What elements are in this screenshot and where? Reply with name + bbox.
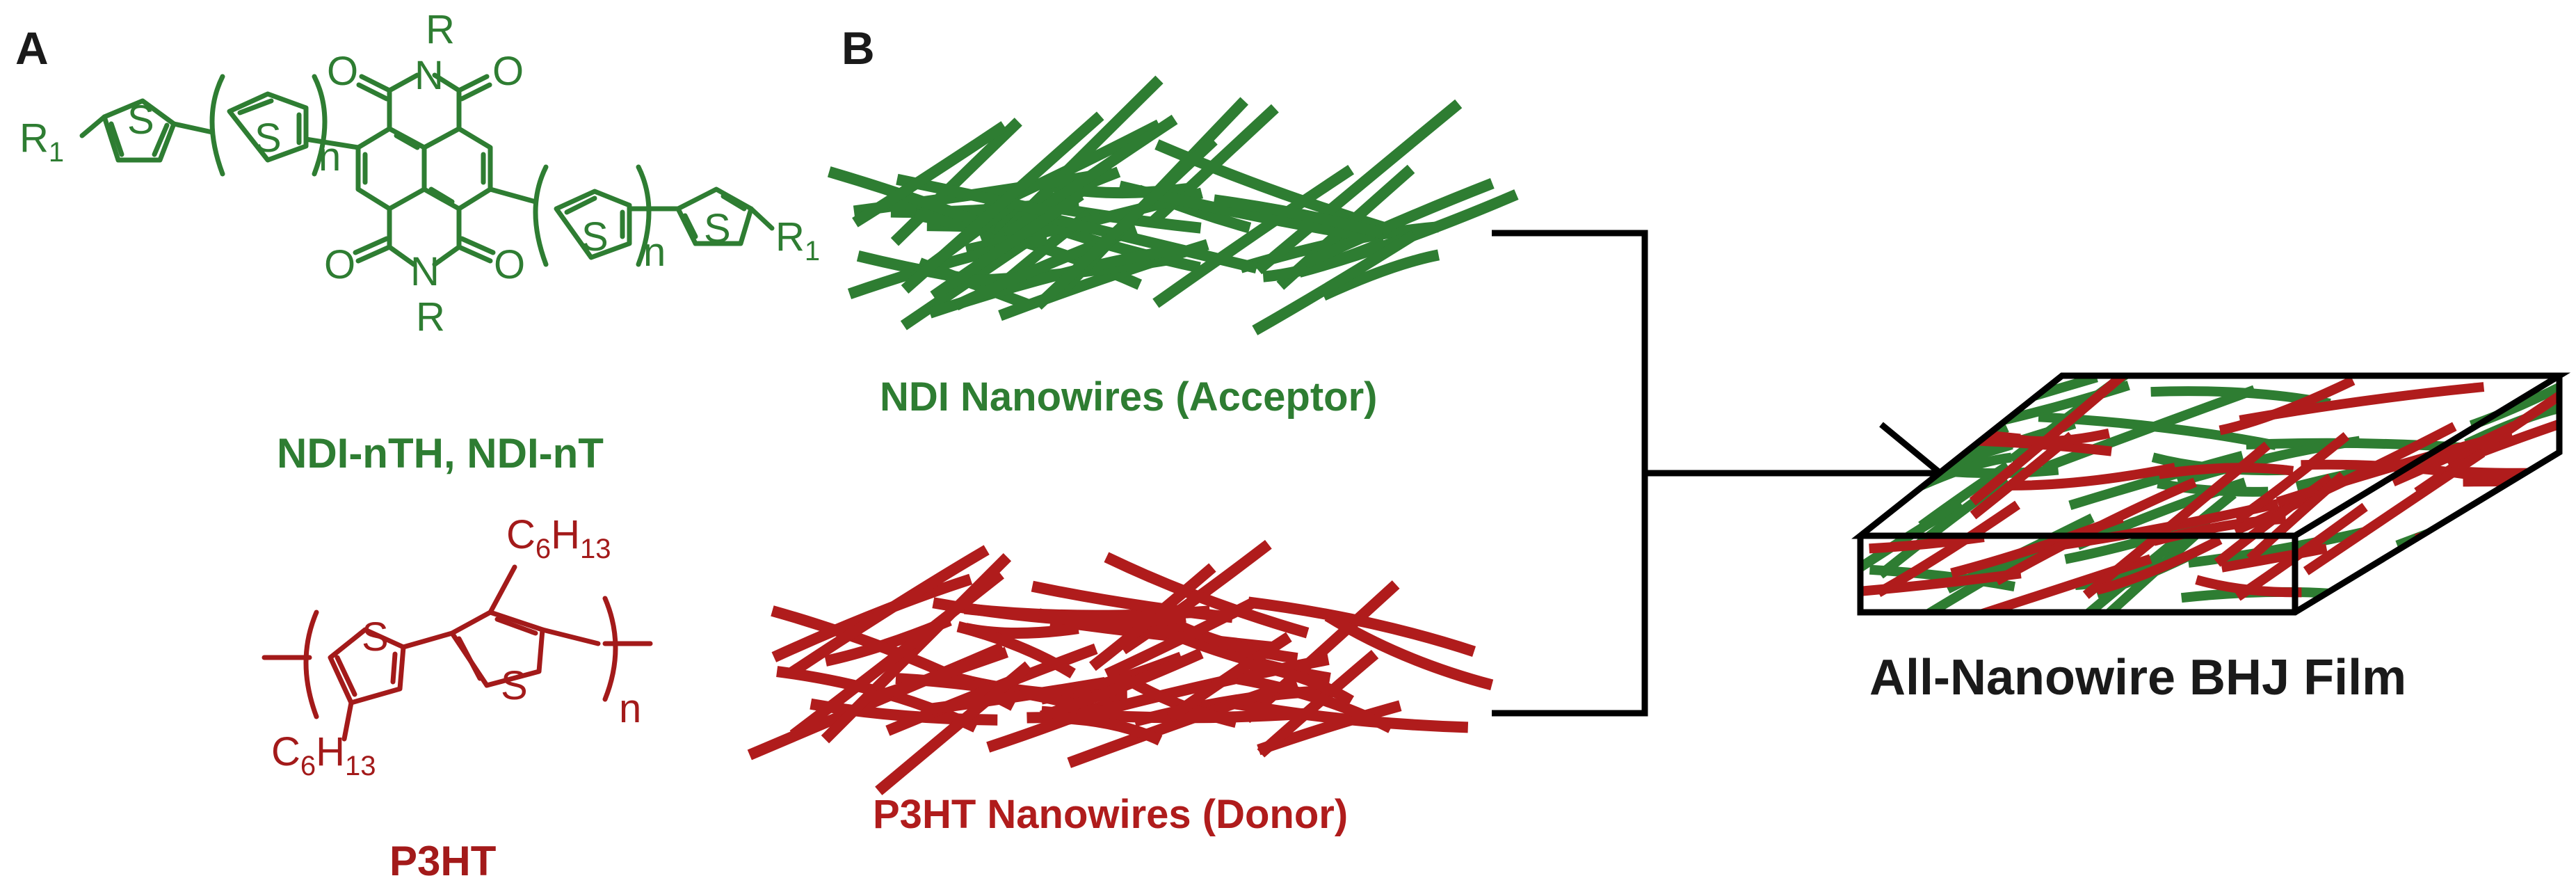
p3ht-atom-s-2: S	[501, 663, 528, 708]
film-nanowire-donor	[2095, 535, 2223, 595]
film-nanowire-donor	[2303, 448, 2486, 575]
p3ht-nanowires-label: P3HT Nanowires (Donor)	[873, 792, 1348, 837]
film-nanowire-donor	[2412, 570, 2559, 595]
film-nanowire-acceptor	[2064, 517, 2209, 564]
p3ht-nanowire	[1040, 648, 1204, 722]
p3ht-nanowire	[1166, 632, 1292, 722]
film-nanowire-donor	[1860, 432, 1948, 451]
ndi-nanowire	[1037, 210, 1258, 273]
p3ht-nanowire	[868, 646, 1009, 704]
p3ht-nanowire	[789, 569, 1004, 740]
p3ht-nanowire	[1324, 611, 1494, 691]
p3ht-nanowire	[1120, 539, 1272, 655]
p3ht-nanowire	[1066, 654, 1330, 725]
p3ht-nanowire-network	[747, 539, 1494, 795]
ndi-nanowire	[1002, 114, 1178, 239]
film-nanowire-donor	[2234, 431, 2350, 524]
film-nanowire-donor	[2221, 543, 2328, 573]
film-nanowire-donor	[2415, 496, 2559, 543]
ndi-nanowire	[852, 121, 1008, 228]
ndi-atom-r-bottom: R	[416, 294, 445, 340]
ndi-atom-r1-right: R1	[775, 214, 820, 266]
ndi-atom-s-4: S	[704, 206, 731, 251]
ndi-repeat-n-1: n	[319, 134, 341, 180]
ndi-atom-r-top: R	[426, 7, 455, 52]
ndi-atom-labels: R N O O O O N R S S S S R1 R1 n n	[19, 7, 820, 340]
ndi-nanowire	[1033, 136, 1218, 310]
film-nanowire-acceptor	[2427, 563, 2527, 608]
film-nanowire-donor	[2158, 463, 2294, 479]
p3ht-molecule-label: P3HT	[389, 838, 496, 884]
ndi-nanowire	[1303, 178, 1495, 269]
ndi-atom-n-bottom: N	[410, 249, 440, 294]
film-nanowire-donor	[2246, 471, 2346, 563]
ndi-nanowires-label: NDI Nanowires (Acceptor)	[880, 374, 1377, 420]
p3ht-nanowire	[1037, 608, 1186, 628]
ndi-atom-n-top: N	[414, 53, 444, 98]
film-nanowire-donor	[1876, 500, 2021, 597]
film-nanowire-donor	[1994, 477, 2197, 586]
ndi-repeat-n-2: n	[643, 230, 666, 275]
film-nanowire-acceptor	[2068, 451, 2244, 510]
p3ht-sidechain-top: C6H13	[506, 512, 611, 564]
ndi-molecule-label: NDI-nTH, NDI-nT	[277, 430, 604, 477]
ndi-atom-s-2: S	[255, 116, 282, 161]
ndi-nanowire-network	[827, 75, 1519, 335]
film-nanowire-donor	[2475, 477, 2559, 527]
film-nanowire-acceptor	[2397, 535, 2559, 606]
ndi-nanowire	[1252, 230, 1417, 335]
film-nanowire-donor	[2011, 463, 2176, 491]
p3ht-nanowire	[1031, 580, 1234, 623]
film-nanowire-donor	[2463, 476, 2559, 487]
p3ht-atom-labels: C6H13 C6H13 S S n	[271, 512, 641, 781]
ndi-atom-r1-left: R1	[19, 116, 64, 168]
ndi-atom-o-4: O	[494, 242, 525, 287]
ndi-nanowire	[901, 111, 1104, 294]
film-nanowire-acceptor	[2187, 527, 2367, 568]
p3ht-molecule-structure	[261, 564, 653, 742]
film-nanowire-donor	[1865, 376, 1947, 447]
bhj-film-label: All-Nanowire BHJ Film	[1869, 650, 2406, 706]
film-nanowire-donor	[2005, 428, 2111, 447]
p3ht-nanowire	[920, 677, 1106, 716]
p3ht-nanowire	[1237, 657, 1355, 706]
film-nanowire-donor	[1860, 568, 2022, 600]
ndi-molecule-structure	[79, 72, 775, 267]
ndi-nanowire	[930, 190, 1084, 301]
combine-bracket	[1492, 230, 1940, 717]
ndi-nanowire	[890, 118, 1022, 246]
ndi-nanowire	[1321, 249, 1440, 301]
bhj-film	[1851, 372, 2571, 616]
p3ht-nanowire	[1104, 552, 1310, 639]
p3ht-sidechain-bottom: C6H13	[271, 729, 376, 781]
ndi-atom-s-1: S	[127, 97, 154, 143]
ndi-nanowire	[1152, 165, 1355, 308]
film-nanowire-donor	[2219, 376, 2356, 436]
p3ht-nanowire	[786, 545, 990, 679]
panel-label-b: B	[842, 22, 875, 74]
p3ht-nanowire	[1247, 596, 1476, 658]
film-nanowire-donor	[1869, 532, 1985, 554]
ndi-atom-o-3: O	[324, 242, 355, 287]
panel-label-a: A	[15, 22, 49, 74]
ndi-atom-s-3: S	[581, 214, 609, 260]
p3ht-nanowire	[1237, 673, 1394, 733]
ndi-nanowire	[1213, 194, 1384, 239]
p3ht-nanowire	[1230, 697, 1469, 733]
ndi-atom-o-2: O	[492, 49, 524, 94]
p3ht-repeat-n: n	[619, 686, 641, 731]
p3ht-nanowire	[875, 661, 1032, 795]
p3ht-nanowire	[956, 621, 1076, 678]
ndi-nanowire	[847, 233, 1048, 299]
p3ht-atom-s-1: S	[362, 614, 389, 660]
ndi-atom-o-1: O	[327, 49, 358, 94]
ndi-nanowire	[1254, 99, 1463, 275]
film-nanowire-donor	[2082, 441, 2271, 599]
